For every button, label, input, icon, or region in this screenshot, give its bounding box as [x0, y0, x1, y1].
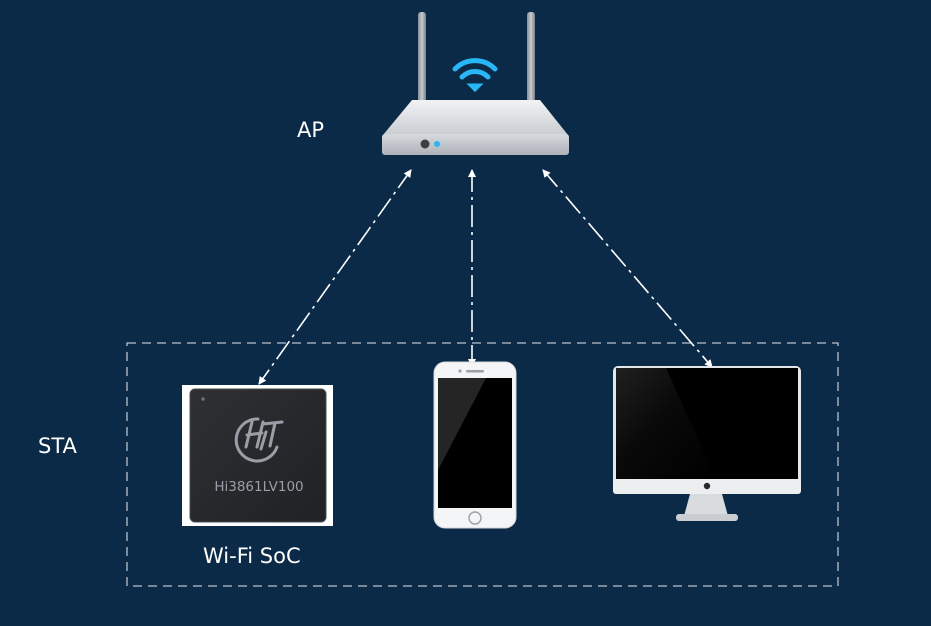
phone-home-button [468, 511, 482, 525]
ap-label: AP [297, 118, 324, 142]
wifi-soc-chip: Hi3861LV100 [182, 385, 333, 526]
router-status-led [434, 141, 440, 147]
router-icon [382, 12, 569, 155]
hisilicon-logo-icon [234, 417, 284, 463]
wifi-signal-icon [452, 58, 498, 93]
apple-logo-icon [703, 482, 711, 490]
chip-model-label: Hi3861LV100 [214, 479, 303, 495]
connection-lines [258, 169, 713, 385]
link-ap-chip [258, 169, 412, 385]
router-power-led [420, 139, 430, 149]
sta-group-box [126, 342, 839, 587]
router-antenna-left [418, 12, 426, 104]
smartphone-icon [433, 361, 517, 529]
link-ap-desktop [542, 169, 713, 368]
wifi-soc-label: Wi-Fi SoC [203, 544, 301, 568]
sta-label: STA [38, 434, 78, 458]
router-antenna-right [527, 12, 535, 104]
desktop-monitor-icon [613, 366, 801, 521]
